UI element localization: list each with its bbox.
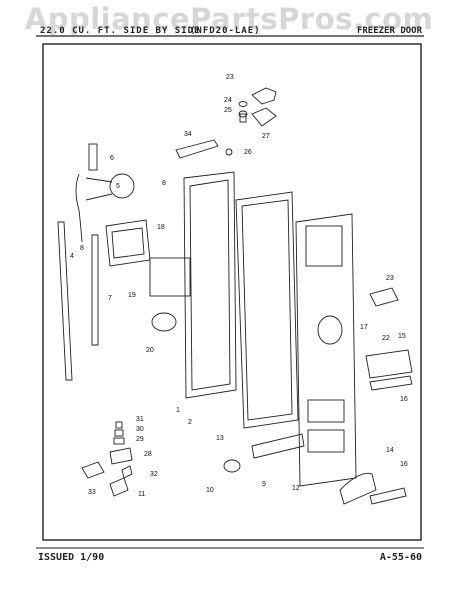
callout: 32 <box>150 471 158 478</box>
callout: 24 <box>224 97 232 104</box>
callout: 27 <box>262 133 270 140</box>
callout: 23 <box>226 74 234 81</box>
knob-part <box>223 459 241 473</box>
hinge-plate-part <box>251 107 277 127</box>
callout: 29 <box>136 436 144 443</box>
callout: 15 <box>398 333 406 340</box>
callout: 20 <box>146 347 154 354</box>
cord-part <box>75 173 83 243</box>
door-frame-inner <box>189 179 231 391</box>
callout: 16 <box>400 461 408 468</box>
strip-4-part <box>57 221 73 381</box>
callout: 18 <box>157 224 165 231</box>
callout: 19 <box>128 292 136 299</box>
nut-part <box>225 148 233 156</box>
bin-part <box>365 349 413 379</box>
clip-part <box>121 465 133 479</box>
leader-line <box>85 177 113 183</box>
gasket-inner <box>241 199 293 421</box>
hinge-bracket-part <box>251 87 277 105</box>
gasket-part <box>235 191 299 429</box>
handle-part <box>339 472 377 505</box>
bin-trim-part <box>369 375 413 391</box>
screw-part <box>115 421 123 429</box>
callout: 9 <box>262 481 266 488</box>
callout: 26 <box>244 149 252 156</box>
liner-dispenser <box>317 315 343 345</box>
hinge-lower-part <box>81 461 105 479</box>
callout: 2 <box>188 419 192 426</box>
spacer-part <box>114 429 124 437</box>
door-liner-part <box>295 213 357 487</box>
callout: 6 <box>110 155 114 162</box>
liner-shelf <box>307 429 345 453</box>
liner-shelf <box>307 399 345 423</box>
watermark-logo: AppliancePartsPros.com <box>24 2 434 36</box>
callout: 7 <box>108 295 112 302</box>
callout: 30 <box>136 426 144 433</box>
diagram-frame <box>42 43 422 541</box>
bushing-part <box>238 101 248 107</box>
callout: 22 <box>382 335 390 342</box>
parts-drawing <box>57 87 413 505</box>
strip-part <box>88 143 98 171</box>
rail-part <box>251 433 305 459</box>
header-model: (NFD20-LAE) <box>190 26 261 36</box>
header-title: 22.0 CU. FT. SIDE BY SIDE <box>40 26 201 36</box>
hinge-pin-part <box>109 477 129 497</box>
shelf-inner <box>111 227 145 259</box>
callout: 5 <box>116 183 120 190</box>
callout: 10 <box>206 487 214 494</box>
bracket-part <box>109 447 133 465</box>
leader-line <box>85 193 113 201</box>
callout: 28 <box>144 451 152 458</box>
callout: 25 <box>224 107 232 114</box>
callout-labels: 23 24 25 27 26 34 6 5 8 8 18 4 7 19 20 1… <box>70 74 408 498</box>
washer-part <box>238 110 248 118</box>
trim-part <box>369 487 407 505</box>
callout: 23 <box>386 275 394 282</box>
issued-date: ISSUED 1/90 <box>38 552 105 563</box>
bar-part <box>175 139 219 159</box>
callout: 33 <box>88 489 96 496</box>
callout: 12 <box>292 485 300 492</box>
spacer-part <box>113 437 125 445</box>
detail-circle <box>109 173 135 199</box>
callout: 11 <box>138 491 145 498</box>
callout: 8 <box>80 245 84 252</box>
callout: 14 <box>386 447 394 454</box>
disc-part <box>151 312 177 332</box>
callout: 4 <box>70 253 74 260</box>
page-code: A-55-60 <box>379 552 422 563</box>
callout: 34 <box>184 131 192 138</box>
callout: 1 <box>176 407 180 414</box>
door-frame-part <box>183 171 237 399</box>
callout: 31 <box>136 416 144 423</box>
header-section: FREEZER DOOR <box>356 26 422 36</box>
callout: 13 <box>216 435 224 442</box>
callout: 16 <box>400 396 408 403</box>
strip-7-part <box>91 234 99 346</box>
callout: 17 <box>360 324 368 331</box>
pin-part <box>239 113 247 123</box>
callout: 8 <box>162 180 166 187</box>
actuator-part <box>369 287 399 307</box>
liner-compartment <box>305 225 343 267</box>
panel-part <box>149 257 191 297</box>
